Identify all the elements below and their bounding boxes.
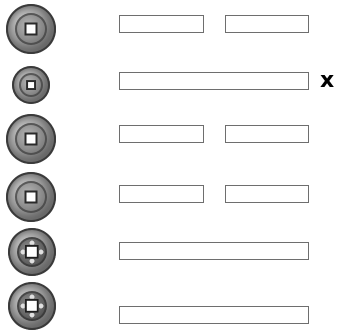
ornate-coin-icon <box>8 282 56 330</box>
coin-icon <box>6 172 56 222</box>
answer-box-row6-wide[interactable] <box>119 306 309 324</box>
ornate-coin-icon <box>8 228 56 276</box>
answer-box-row5-wide[interactable] <box>119 242 309 260</box>
coin-icon <box>12 66 50 104</box>
answer-box-row1-right[interactable] <box>225 15 309 33</box>
answer-box-row1-left[interactable] <box>119 15 204 33</box>
coin-square-hole <box>25 245 39 259</box>
coin-square-hole <box>26 80 36 90</box>
wrong-mark: x <box>320 70 334 92</box>
answer-box-row2-wide[interactable] <box>119 72 309 90</box>
coin-square-hole <box>25 133 38 146</box>
coin-square-hole <box>25 299 39 313</box>
answer-box-row3-right[interactable] <box>225 125 309 143</box>
coin-square-hole <box>25 23 38 36</box>
answer-box-row4-right[interactable] <box>225 185 309 203</box>
answer-box-row3-left[interactable] <box>119 125 204 143</box>
answer-box-row4-left[interactable] <box>119 185 204 203</box>
coin-square-hole <box>25 191 38 204</box>
coin-icon <box>6 4 56 54</box>
coin-icon <box>6 114 56 164</box>
